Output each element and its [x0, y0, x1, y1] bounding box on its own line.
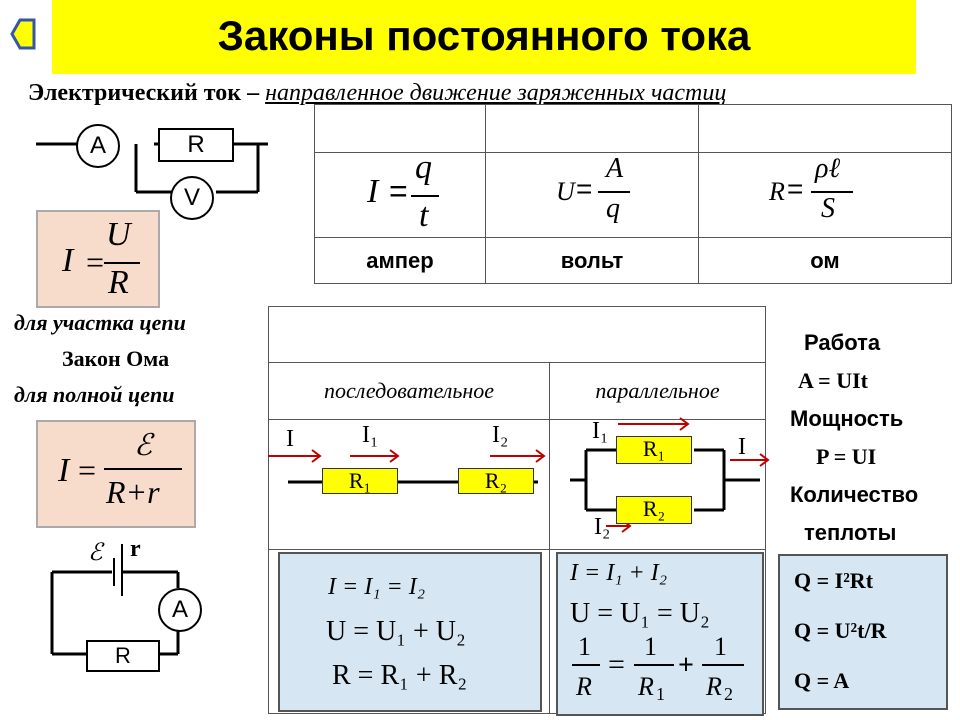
work-label: Работа [804, 330, 881, 355]
series-header: последовательное [268, 362, 550, 420]
parallel-current-i: I [738, 434, 746, 460]
series-resistor-r1: R₁ [322, 468, 398, 494]
parallel-current-i1: I₁ [592, 418, 609, 444]
series-current-i1: I₁ [362, 422, 379, 448]
resistance-formula: R = ρℓ S [698, 152, 952, 238]
series-formula-voltage: U = U₁ + U₂ [326, 616, 466, 647]
label-full-circuit: для полной цепи [14, 382, 175, 407]
definition: Электрический ток – направленное движени… [28, 80, 960, 107]
ohm-numerator: U [106, 216, 131, 253]
series-formulas-box: I = I₁ = I₂ U = U₁ + U₂ R = R₁ + R₂ [278, 552, 542, 712]
table-cell [314, 104, 486, 153]
equals-sign: = [78, 452, 97, 488]
heat-formulas-box: Q = I²Rt Q = U²t/R Q = A [778, 554, 948, 710]
power-label: Мощность [790, 406, 904, 431]
back-arrow-icon[interactable] [8, 14, 38, 54]
resistance-unit: ом [698, 237, 952, 284]
emf-label: ℰ [88, 540, 103, 566]
ammeter-symbol: A [76, 124, 120, 168]
series-formula-resistance: R = R₁ + R₂ [332, 660, 468, 691]
page-title: Законы постоянного тока [217, 12, 751, 59]
parallel-formulas-box: I = I₁ + I₂ U = U₁ = U₂ 1 R = 1 R 1 + 1 … [556, 552, 764, 716]
title-bar [52, 0, 916, 74]
heat-formula-1: Q = I²Rt [794, 568, 874, 593]
parallel-resistor-r1: R₁ [616, 436, 692, 464]
equals-sign: = [86, 244, 105, 280]
heat-formula-2: Q = U²t/R [794, 618, 887, 643]
series-formula-current: I = I₁ = I₂ [328, 574, 426, 600]
definition-text: направленное движение заряженных частиц [265, 80, 727, 106]
full-circuit-formula-box: I = ℰ R+r [36, 420, 196, 528]
power-formula: P = UI [816, 444, 877, 469]
parallel-formula-resistance: 1 R = 1 R 1 + 1 R 2 [558, 632, 762, 712]
definition-term: Электрический ток – [28, 80, 260, 106]
label-section: для участка цепи [14, 310, 186, 335]
parallel-circuit [570, 417, 770, 533]
internal-resistance-label: r [130, 536, 141, 562]
heat-label: Количество [790, 482, 919, 507]
parallel-formula-voltage: U = U₁ = U₂ [570, 598, 710, 629]
fraction-bar [104, 262, 140, 264]
ammeter-symbol-2: A [158, 588, 202, 632]
circuit-ohm-section [36, 142, 268, 194]
resistor-symbol: R [158, 128, 234, 162]
current-unit: ампер [314, 237, 486, 284]
full-lhs: I [58, 452, 70, 489]
quantities-table: I = q t U = A q R = ρℓ S [314, 104, 952, 284]
heat-label-2: теплоты [804, 520, 897, 545]
label-ohm-law: Закон Ома [62, 346, 170, 371]
parallel-resistor-r2: R₂ [616, 496, 692, 524]
ohm-lhs: I [62, 242, 74, 279]
table-cell [268, 306, 766, 363]
parallel-formula-current: I = I₁ + I₂ [570, 560, 668, 586]
ohm-formula-box: I = U R [36, 210, 160, 308]
heat-formula-3: Q = A [794, 668, 850, 693]
resistor-symbol-2: R [86, 640, 160, 672]
current-formula: I = q t [314, 149, 486, 238]
parallel-current-i2: I₂ [594, 514, 611, 540]
series-resistor-r2: R₂ [458, 468, 534, 494]
table-cell [485, 104, 699, 153]
ohm-denominator: R [108, 264, 129, 301]
full-numerator: ℰ [134, 429, 153, 462]
table-cell [698, 104, 952, 153]
parallel-header: параллельное [549, 362, 766, 420]
series-current-i2: I₂ [492, 422, 509, 448]
fraction-bar [104, 468, 182, 470]
work-formula: A = UIt [798, 368, 868, 393]
voltage-unit: вольт [485, 237, 699, 284]
voltage-formula: U = A q [485, 152, 699, 238]
voltmeter-symbol: V [170, 176, 214, 220]
series-current-i: I [286, 426, 294, 452]
full-denominator: R+r [106, 474, 160, 510]
